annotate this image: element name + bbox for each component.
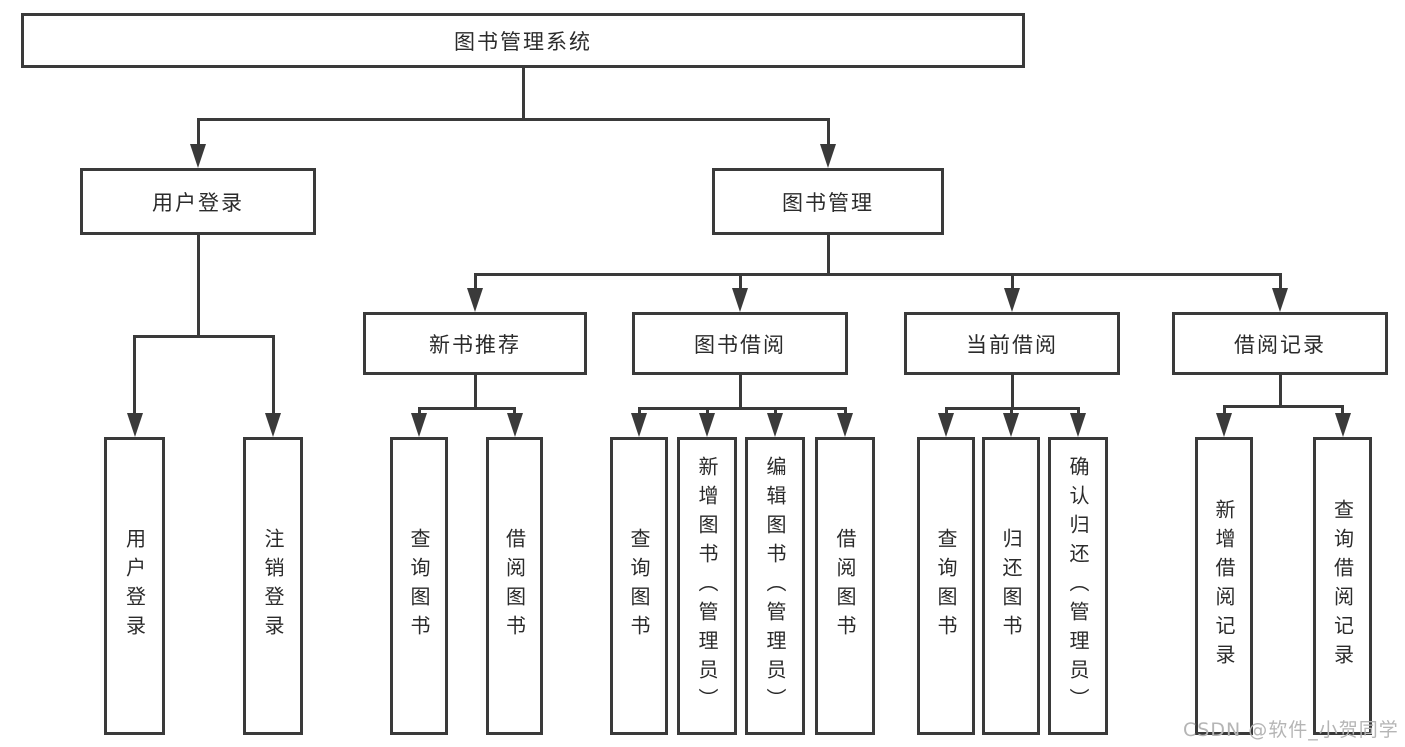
connector-bar: [417, 407, 516, 410]
node-current-borrowing: 当前借阅: [904, 312, 1120, 375]
connector-stem: [1278, 375, 1282, 408]
connector-drop: [1341, 405, 1344, 413]
leaf-user-login: 用户登录: [104, 437, 165, 735]
leaf-confirm-return-admin: 确认归还（管理员）: [1048, 437, 1108, 735]
arrow-down-icon: [1070, 413, 1086, 437]
arrow-down-icon: [411, 413, 427, 437]
connector-drop: [271, 335, 275, 413]
arrow-down-icon: [820, 144, 836, 168]
connector-drop: [637, 407, 641, 413]
node-label: 用户登录: [152, 190, 244, 215]
arrow-down-icon: [1272, 288, 1288, 312]
leaf-add-books-admin: 新增图书（管理员）: [677, 437, 737, 735]
node-label: 新书推荐: [429, 332, 521, 357]
node-label: 借阅记录: [1234, 332, 1326, 357]
connector-drop: [1278, 273, 1282, 288]
arrow-down-icon: [265, 413, 281, 437]
leaf-edit-books-admin: 编辑图书（管理员）: [745, 437, 805, 735]
leaf-borrow-books-recommend: 借阅图书: [486, 437, 543, 735]
csdn-watermark: CSDN @软件_小贺同学: [1183, 719, 1399, 741]
arrow-down-icon: [506, 413, 523, 437]
leaf-query-books-current: 查询图书: [917, 437, 975, 735]
arrow-down-icon: [1216, 413, 1232, 437]
node-label: 新增图书（管理员）: [695, 455, 719, 717]
node-label: 查询图书: [627, 528, 651, 644]
node-new-book-recommendation: 新书推荐: [363, 312, 587, 375]
arrow-down-icon: [1003, 413, 1019, 437]
connector-drop: [738, 273, 742, 288]
connector-bar: [133, 335, 275, 338]
connector-drop: [133, 335, 136, 413]
arrow-down-icon: [126, 413, 143, 437]
connector-drop: [773, 407, 777, 413]
arrow-down-icon: [732, 288, 748, 312]
connector-drop: [826, 118, 830, 144]
arrow-down-icon: [190, 144, 206, 168]
node-label: 归还图书: [999, 528, 1023, 644]
arrow-down-icon: [699, 413, 715, 437]
leaf-return-books: 归还图书: [982, 437, 1040, 735]
leaf-logout: 注销登录: [243, 437, 303, 735]
connector-drop: [196, 118, 200, 144]
connector-stem: [1010, 375, 1014, 410]
leaf-query-books-borrow: 查询图书: [610, 437, 668, 735]
leaf-add-borrow-record: 新增借阅记录: [1195, 437, 1253, 735]
node-label: 用户登录: [122, 528, 147, 644]
connector-drop: [944, 407, 948, 413]
connector-drop: [1009, 407, 1013, 413]
arrow-down-icon: [631, 413, 647, 437]
connector-stem: [473, 375, 477, 410]
connector-bar: [473, 273, 1282, 276]
connector-stem: [521, 68, 525, 121]
connector-drop: [843, 407, 847, 413]
connector-drop: [473, 273, 477, 288]
node-label: 当前借阅: [966, 332, 1058, 357]
connector-drop: [1010, 273, 1014, 288]
node-label: 图书管理系统: [454, 29, 592, 54]
connector-drop: [1222, 405, 1226, 413]
arrow-down-icon: [767, 413, 783, 437]
arrow-down-icon: [837, 413, 853, 437]
node-label: 图书管理: [782, 190, 874, 215]
connector-bar: [1222, 405, 1344, 408]
node-label: 确认归还（管理员）: [1066, 455, 1090, 717]
node-label: 查询借阅记录: [1330, 499, 1355, 673]
node-label: 借阅图书: [502, 528, 527, 644]
node-user-login: 用户登录: [80, 168, 316, 235]
connector-drop: [1076, 407, 1080, 413]
arrow-down-icon: [467, 288, 483, 312]
arrow-down-icon: [938, 413, 954, 437]
node-label: 编辑图书（管理员）: [763, 455, 787, 717]
arrow-down-icon: [1334, 413, 1351, 437]
arrow-down-icon: [1004, 288, 1020, 312]
connector-drop: [417, 407, 421, 413]
leaf-borrow-books: 借阅图书: [815, 437, 875, 735]
connector-drop: [513, 407, 516, 413]
node-label: 注销登录: [261, 528, 285, 644]
node-label: 新增借阅记录: [1212, 499, 1236, 673]
node-library-management-system: 图书管理系统: [21, 13, 1025, 68]
node-label: 查询图书: [934, 528, 958, 644]
node-book-borrowing: 图书借阅: [632, 312, 848, 375]
connector-bar: [637, 407, 847, 410]
node-label: 查询图书: [407, 528, 431, 644]
connector-stem: [196, 235, 200, 338]
leaf-query-borrow-record: 查询借阅记录: [1313, 437, 1372, 735]
leaf-query-books-recommend: 查询图书: [390, 437, 448, 735]
node-book-management: 图书管理: [712, 168, 944, 235]
connector-stem: [738, 375, 742, 410]
connector-bar: [196, 118, 830, 121]
node-label: 借阅图书: [833, 528, 857, 644]
connector-stem: [826, 235, 830, 276]
node-borrowing-records: 借阅记录: [1172, 312, 1388, 375]
connector-drop: [705, 407, 709, 413]
node-label: 图书借阅: [694, 332, 786, 357]
